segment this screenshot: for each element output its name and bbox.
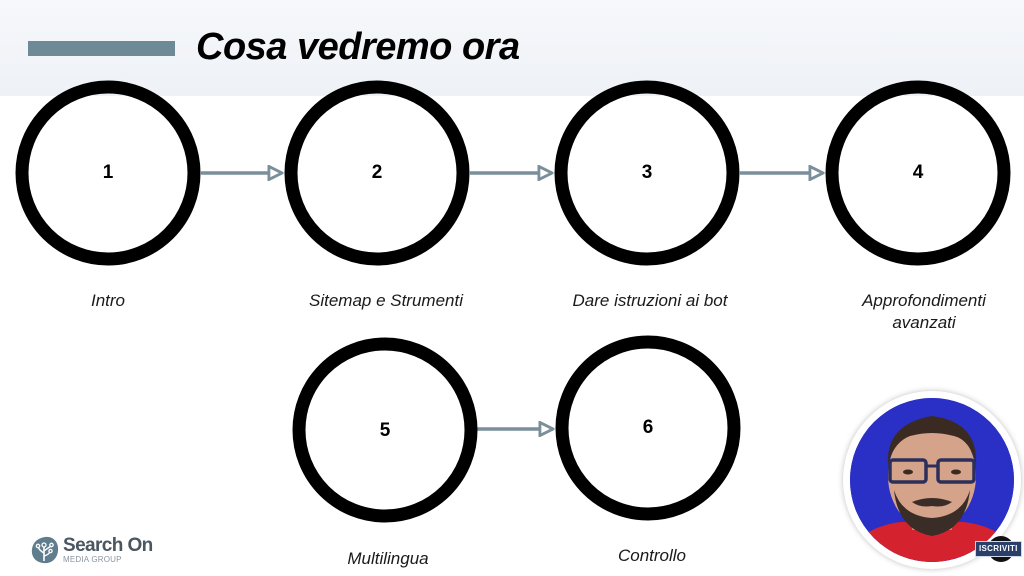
step-circle-5 [292,337,478,523]
step-label-4-line2: avanzati [892,313,956,332]
step-label-6: Controllo [617,546,687,565]
step-number-1: 1 [102,162,114,183]
sprout-icon [31,536,59,564]
step-label-2: Sitemap e Strumenti [308,291,463,310]
step-number-6: 6 [642,417,654,438]
logo-subtitle: MEDIA GROUP [63,555,122,564]
step-circle-1 [15,80,201,266]
title-accent-bar [28,41,175,56]
step-circle-2 [284,80,470,266]
step-number-2: 2 [371,162,383,183]
step-number-5: 5 [379,420,391,441]
step-label-4: Approfondimenti avanzati [804,290,1024,334]
step-label-1: Intro [90,291,126,310]
logo-name: Search On [63,535,153,556]
step-number-3: 3 [641,162,653,183]
presenter-avatar [850,398,1014,562]
webcam-overlay [843,391,1021,569]
step-label-5: Multilingua [347,549,429,568]
slide-title: Cosa vedremo ora [196,26,520,68]
subscribe-badge[interactable]: ISCRIVITI [975,541,1022,557]
step-number-4: 4 [912,162,924,183]
step-label-3: Dare istruzioni ai bot [572,291,728,310]
search-on-logo: Search On MEDIA GROUP [30,533,153,567]
step-label-4-line1: Approfondimenti [862,291,986,310]
step-circle-3 [554,80,740,266]
step-circle-6 [555,335,741,521]
step-circle-4 [825,80,1011,266]
webcam-video [850,398,1014,562]
